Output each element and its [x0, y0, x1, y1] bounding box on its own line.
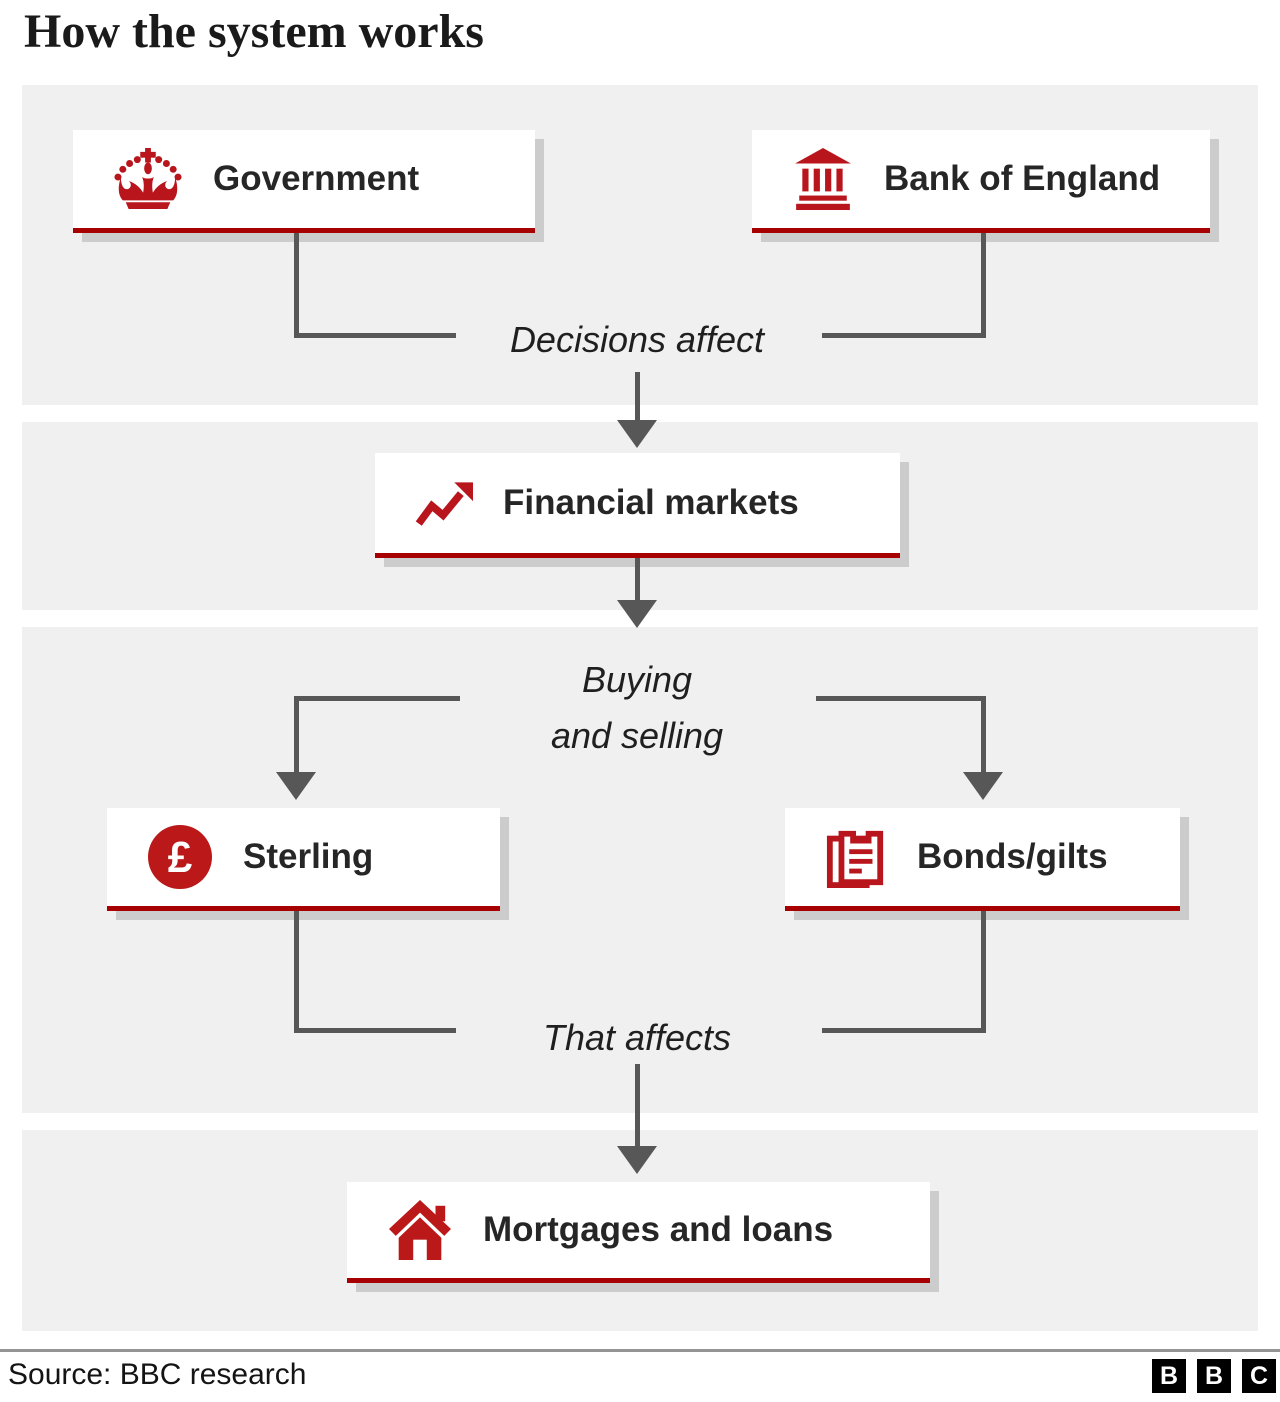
- flow-label-that-affects: That affects: [542, 1017, 732, 1058]
- connector-markets-down: [635, 558, 640, 602]
- connector-sterling-out-elbow: [296, 1028, 456, 1033]
- node-label-government: Government: [213, 159, 420, 198]
- arrow-to-financial-markets: [617, 420, 657, 448]
- node-label-mortgages-loans: Mortgages and loans: [483, 1210, 834, 1249]
- chart-up-icon: [415, 478, 473, 528]
- connector-bonds-out-elbow: [822, 1028, 986, 1033]
- flow-label-buying-line2: and selling: [550, 714, 724, 756]
- node-label-bonds-gilts: Bonds/gilts: [917, 837, 1108, 876]
- bond-certificate-icon: [825, 826, 887, 888]
- node-label-sterling: Sterling: [243, 837, 374, 876]
- connector-bonds-out: [981, 911, 986, 1033]
- node-government: Government: [73, 130, 535, 233]
- node-financial-markets: Financial markets: [375, 453, 900, 558]
- house-icon: [387, 1199, 453, 1261]
- crown-icon: [113, 148, 183, 210]
- bank-icon: [792, 148, 854, 210]
- flow-label-decisions-affect: Decisions affect: [509, 319, 765, 360]
- connector-sterling-elbow: [296, 696, 460, 701]
- pound-icon: £: [147, 824, 213, 890]
- node-mortgages-loans: Mortgages and loans: [347, 1182, 930, 1283]
- bbc-logo-block-c: C: [1242, 1359, 1276, 1393]
- connector-sterling-down: [294, 696, 299, 774]
- node-label-bank-of-england: Bank of England: [884, 159, 1161, 198]
- connector-boe-down: [981, 233, 986, 338]
- connector-boe-elbow: [822, 333, 986, 338]
- node-bonds-gilts: Bonds/gilts: [785, 808, 1180, 911]
- connector-government-down: [294, 233, 299, 338]
- bbc-logo-block-b1: B: [1152, 1359, 1186, 1393]
- arrow-to-bonds: [963, 772, 1003, 800]
- connector-to-mortgages-line: [635, 1064, 640, 1146]
- source-text: Source: BBC research: [8, 1358, 307, 1391]
- page-title: How the system works: [24, 5, 484, 58]
- flow-label-buying-line1: Buying: [581, 659, 693, 700]
- flow-label-buying-and-selling: Buying and selling: [437, 652, 837, 764]
- node-bank-of-england: Bank of England: [752, 130, 1210, 233]
- arrow-into-assets: [617, 600, 657, 628]
- connector-sterling-out: [294, 911, 299, 1033]
- arrow-to-mortgages: [617, 1146, 657, 1174]
- bbc-logo-block-b2: B: [1197, 1359, 1231, 1393]
- connector-bonds-elbow: [816, 696, 983, 701]
- connector-government-elbow: [294, 333, 456, 338]
- node-label-financial-markets: Financial markets: [503, 483, 799, 522]
- connector-bonds-down: [981, 696, 986, 774]
- connector-to-markets-line: [635, 372, 640, 420]
- node-sterling: £ Sterling: [107, 808, 500, 911]
- footer-divider: [0, 1349, 1280, 1352]
- arrow-to-sterling: [276, 772, 316, 800]
- bbc-logo: B B C: [1152, 1359, 1276, 1393]
- svg-text:£: £: [168, 833, 193, 882]
